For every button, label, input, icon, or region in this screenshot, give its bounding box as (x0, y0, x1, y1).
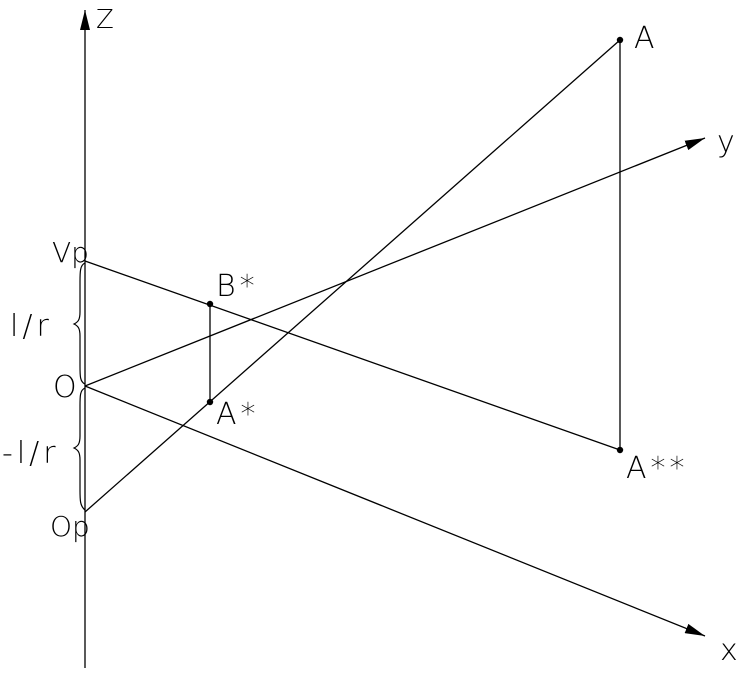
segment-upper-label: l/r (10, 309, 53, 344)
point-a-double-star-dot (616, 446, 624, 454)
point-a-star-dot (206, 398, 214, 406)
op-to-a-line (84, 39, 621, 513)
point-a-label: A (634, 21, 655, 56)
x-axis-line (84, 385, 706, 637)
point-o-label: O (53, 370, 77, 405)
vp-to-a-double-star-line (84, 260, 621, 451)
point-b-star-label: B* (216, 269, 259, 304)
y-axis-label: y (717, 125, 735, 160)
brace-lower (72, 387, 86, 511)
point-vp-label: Vp (52, 236, 89, 269)
segment-lower-label: -l/r (2, 436, 60, 471)
point-b-star-dot (206, 300, 214, 308)
x-axis-label: x (720, 633, 738, 668)
point-a-star-label: A* (216, 397, 260, 432)
brace-upper (72, 262, 86, 385)
z-axis-label: Z (96, 5, 114, 35)
point-a-dot (616, 36, 624, 44)
y-axis-line (84, 137, 706, 387)
point-op-label: Op (50, 510, 90, 543)
point-a-double-star-label: A** (626, 451, 689, 486)
